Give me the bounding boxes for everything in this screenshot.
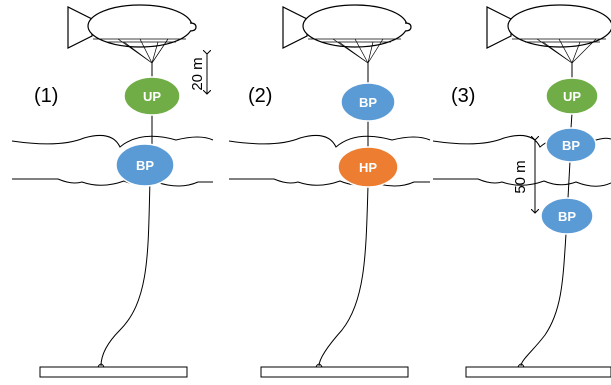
panel-3: UP BP BP 50 m (3) — [432, 4, 611, 378]
node-hp — [337, 146, 399, 188]
node-up — [123, 76, 181, 116]
node-label: UP — [563, 89, 581, 104]
blimp-icon — [282, 4, 412, 64]
cloud-layer — [432, 135, 611, 187]
cloud-layer — [11, 135, 214, 187]
node-up — [545, 77, 599, 115]
dimension-label: 20 m — [189, 57, 206, 90]
node-label: BP — [558, 209, 576, 224]
tether-line — [520, 63, 573, 367]
node-bp — [545, 127, 597, 163]
panel-1: UP BP 20 m (1) — [11, 4, 214, 378]
node-label: BP — [562, 138, 580, 153]
ground-platform — [465, 366, 611, 378]
node-label: UP — [143, 89, 161, 104]
panel-label: (1) — [34, 85, 58, 107]
node-label: BP — [359, 95, 377, 110]
panel-label: (2) — [248, 85, 272, 107]
dimension-label: 50 m — [512, 160, 529, 193]
node-label: BP — [136, 158, 154, 173]
tether-line — [318, 63, 369, 367]
node-label: HP — [359, 160, 377, 175]
blimp-icon — [67, 4, 197, 64]
ground-platform — [39, 366, 188, 378]
blimp-icon — [486, 4, 611, 64]
cloud-layer — [228, 135, 431, 187]
node-bp — [340, 82, 396, 122]
panel-2: BP HP (2) — [228, 4, 431, 378]
ground-platform — [260, 366, 409, 378]
node-bp — [540, 197, 594, 235]
node-bp — [115, 143, 175, 187]
panel-label: (3) — [451, 85, 475, 107]
